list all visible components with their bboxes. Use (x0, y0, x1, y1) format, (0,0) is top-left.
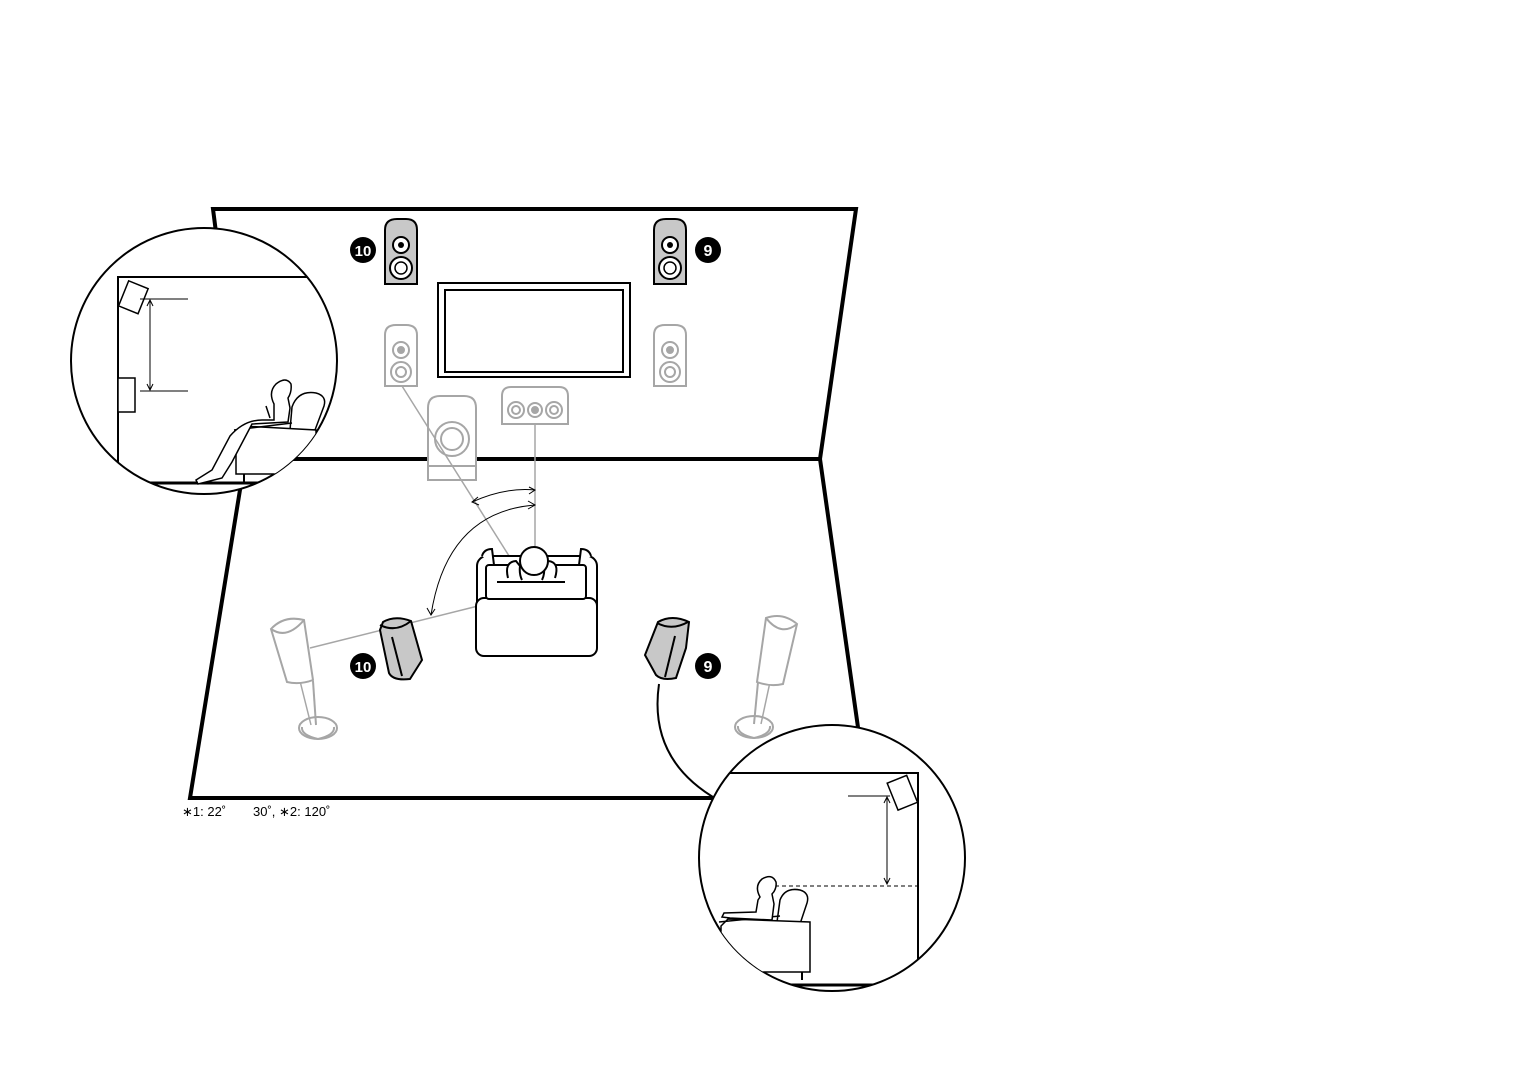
front-left-speaker (384, 324, 418, 387)
badge-surround-back-left: 10 (350, 653, 376, 679)
side-view-inset-surround-back (656, 683, 966, 992)
badge-label: 9 (704, 243, 713, 260)
badge-front-high-left: 10 (350, 237, 376, 263)
listener-sofa (475, 546, 598, 657)
angle-arcs (426, 486, 537, 616)
badge-label: 10 (355, 243, 372, 260)
badge-label: 10 (355, 659, 372, 676)
surround-back-right-speaker (643, 617, 691, 680)
footnote-part2: 30˚, ∗2: 120˚ (253, 804, 330, 819)
center-speaker (501, 386, 569, 425)
badge-label: 9 (704, 659, 713, 676)
footnote-part1: ∗1: 22˚ (182, 804, 226, 819)
side-view-inset-front-high (70, 227, 338, 495)
tv (437, 282, 631, 378)
surround-back-left-speaker (378, 617, 424, 681)
badge-front-high-right: 9 (695, 237, 721, 263)
badge-surround-back-right: 9 (695, 653, 721, 679)
front-right-speaker (653, 324, 687, 387)
surround-left-speaker (269, 617, 338, 741)
front-high-right-speaker (653, 218, 687, 285)
surround-right-speaker (734, 615, 799, 740)
front-high-left-speaker (384, 218, 418, 285)
